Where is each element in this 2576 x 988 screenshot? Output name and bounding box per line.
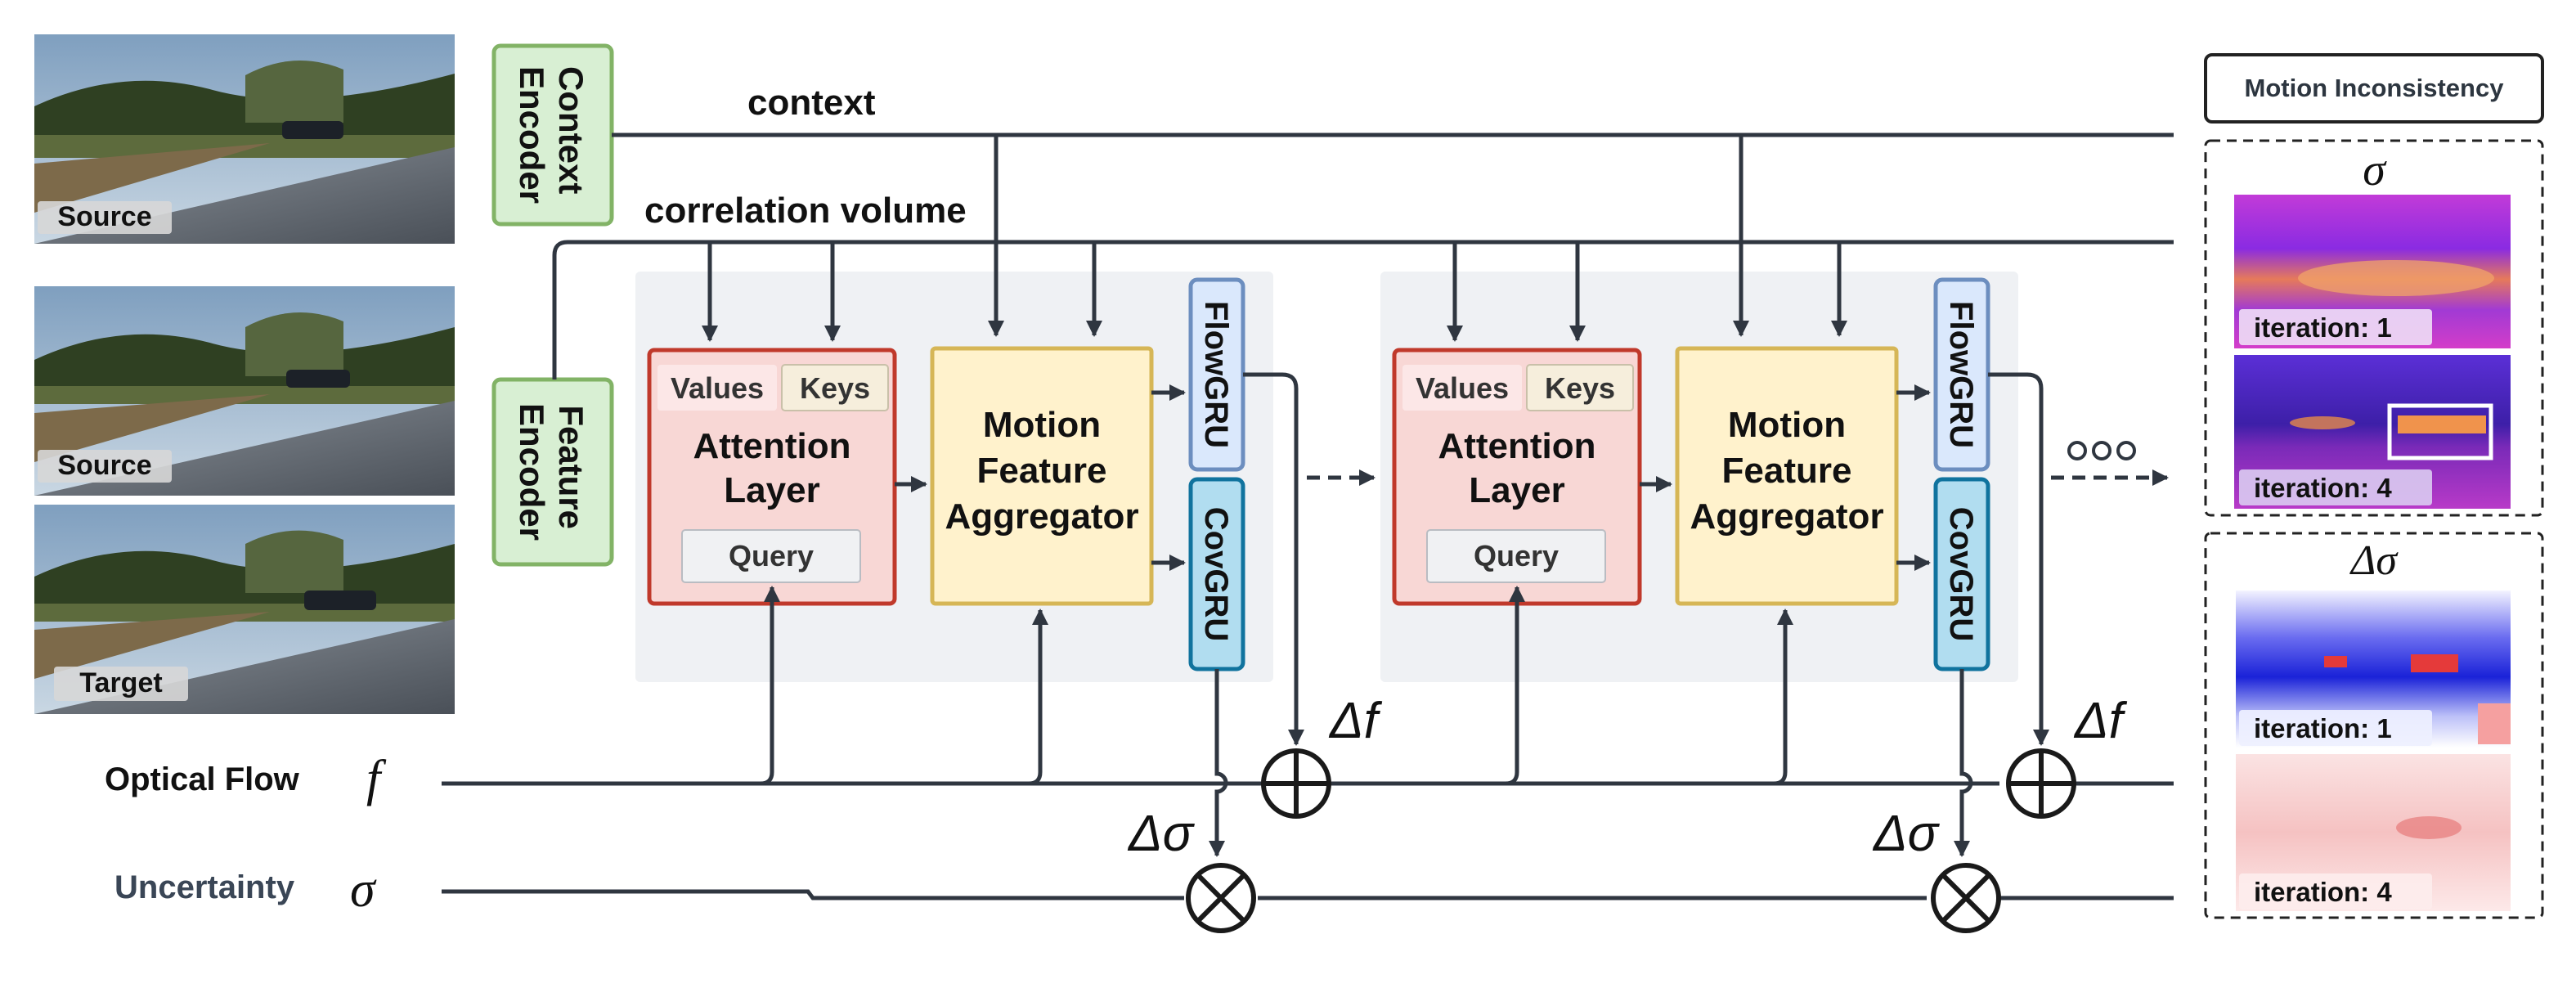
multiply-node: [1931, 863, 2001, 933]
delta-sigma-label: Δσ: [1127, 806, 1196, 862]
delta-sigma-map-2-label: iteration: 4: [2254, 877, 2392, 907]
aggregator-label-line1: Motion: [983, 405, 1101, 445]
sigma-map-2-label: iteration: 4: [2254, 473, 2392, 503]
feature-encoder-line1: Feature: [552, 405, 590, 529]
context-encoder: Context Encoder: [491, 43, 614, 227]
target-label: Target: [79, 667, 162, 698]
delta-sigma-map-1-label: iteration: 1: [2254, 713, 2392, 743]
panel-title: Motion Inconsistency: [2245, 74, 2505, 102]
delta-sigma-map-2: iteration: 4: [2236, 754, 2511, 911]
aggregator-label-line3: Aggregator: [1690, 496, 1883, 537]
svg-text:Context Encoder: Context Encoder: [513, 66, 590, 204]
context-encoder-line2: Encoder: [513, 66, 551, 204]
flow-gru-label: FlowGRU: [1198, 301, 1234, 448]
highlight-box: [2387, 403, 2493, 460]
optical-flow-line: Optical Flow f: [105, 751, 2174, 806]
delta-f-label: Δf: [2073, 693, 2128, 749]
values-label: Values: [671, 371, 764, 405]
flow-gru: FlowGRU: [1933, 277, 1990, 472]
source-image-2: Source: [34, 286, 455, 496]
delta-sigma-group: Δσ iteration: 1 iteration: 4: [2204, 532, 2544, 919]
cov-gru-label: CovGRU: [1198, 507, 1234, 641]
sigma-group: σ iteration: 1 iteration: 4: [2204, 139, 2544, 517]
delta-sigma-label: Δσ: [1872, 806, 1941, 862]
aggregator-label-line2: Feature: [977, 451, 1107, 491]
cov-gru: CovGRU: [1933, 477, 1990, 671]
context-label: context: [747, 83, 876, 123]
cov-gru: CovGRU: [1188, 477, 1245, 671]
svg-text:Feature Encoder: Feature Encoder: [513, 403, 590, 541]
uncertainty-line: Uncertainty σ: [114, 862, 2174, 918]
motion-inconsistency-panel: Motion Inconsistency σ iteration: 1 iter…: [2204, 53, 2544, 919]
multiply-node: [1186, 863, 1256, 933]
attention-label-line2: Layer: [1469, 470, 1564, 510]
uncertainty-symbol: σ: [350, 862, 377, 918]
delta-f-label: Δf: [1328, 693, 1383, 749]
feature-encoder-line2: Encoder: [513, 403, 551, 541]
aggregator-label-line1: Motion: [1728, 405, 1846, 445]
keys-label: Keys: [800, 371, 870, 405]
values-label: Values: [1416, 371, 1509, 405]
context-line: context: [612, 83, 2174, 137]
source-image-1: Source: [34, 34, 455, 244]
sigma-map-1-label: iteration: 1: [2254, 312, 2392, 343]
sigma-header: σ: [2363, 145, 2387, 195]
aggregator-label-line2: Feature: [1722, 451, 1852, 491]
sigma-map-1: iteration: 1: [2234, 195, 2511, 348]
attention-label-line1: Attention: [1438, 426, 1595, 466]
feature-encoder: Feature Encoder: [491, 377, 614, 567]
flow-gru: FlowGRU: [1188, 277, 1245, 472]
correlation-volume-line: correlation volume: [552, 191, 2174, 379]
context-encoder-line1: Context: [552, 66, 590, 194]
continuation-dots: [2051, 441, 2169, 486]
aggregator-label-line3: Aggregator: [945, 496, 1138, 537]
target-image: Target: [34, 505, 455, 714]
delta-sigma-map-1: iteration: 1: [2236, 591, 2511, 748]
sigma-map-2: iteration: 4: [2234, 355, 2511, 509]
keys-label: Keys: [1545, 371, 1615, 405]
query-label: Query: [1474, 539, 1559, 573]
add-node: [1261, 748, 1331, 819]
delta-sigma-header: Δσ: [2349, 537, 2399, 584]
source-label-2: Source: [57, 450, 151, 481]
optical-flow-symbol: f: [366, 751, 387, 806]
source-label-1: Source: [57, 201, 151, 232]
uncertainty-label: Uncertainty: [114, 869, 295, 905]
cov-gru-label: CovGRU: [1943, 507, 1979, 641]
optical-flow-label: Optical Flow: [105, 761, 300, 797]
add-node: [2006, 748, 2076, 819]
query-label: Query: [729, 539, 814, 573]
attention-label-line1: Attention: [693, 426, 850, 466]
correlation-volume-label: correlation volume: [644, 191, 967, 231]
flow-gru-label: FlowGRU: [1943, 301, 1979, 448]
attention-label-line2: Layer: [724, 470, 819, 510]
